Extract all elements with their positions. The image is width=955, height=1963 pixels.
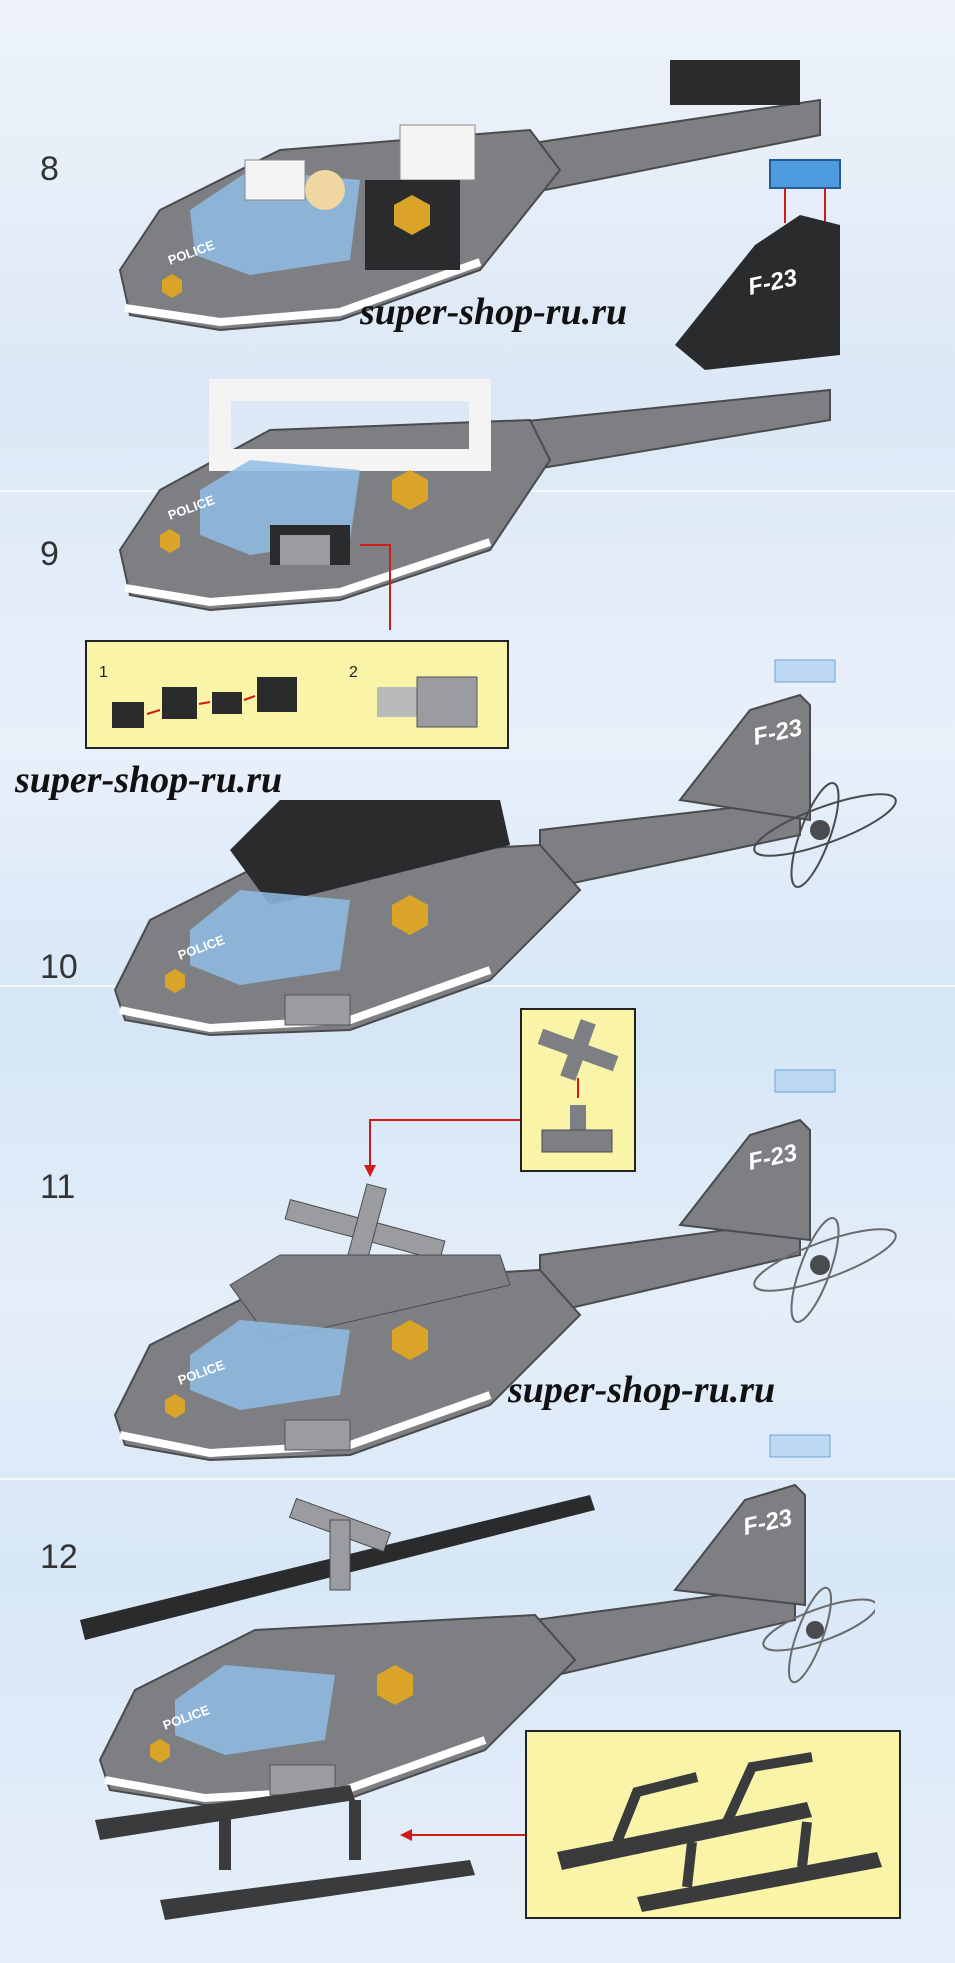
rotor-hub-callout [520, 1008, 636, 1172]
blue-tile-part [769, 159, 841, 189]
tail-rotor [753, 1217, 897, 1323]
tail-black-plate [670, 60, 800, 105]
substep-2-label: 2 [349, 664, 358, 681]
landing-skids [95, 1785, 475, 1920]
step-number-10: 10 [40, 948, 78, 986]
white-frame-part [209, 379, 491, 471]
landing-skids-callout [525, 1730, 901, 1919]
sub-assembly-callout-9: 1 2 [85, 640, 509, 749]
red-arrow [364, 1119, 520, 1177]
fold-line [0, 1478, 955, 1480]
tail-rotor [753, 782, 897, 888]
rotor-hub [284, 1183, 446, 1277]
badge-icon [392, 895, 428, 935]
landing-skids-parts [557, 1752, 882, 1912]
badge-icon [377, 1665, 413, 1705]
helicopter-step-10: F-23 POLICE [113, 659, 897, 1037]
red-arrow [360, 544, 391, 630]
helicopter-step-12: F-23 POLICE [80, 1434, 875, 1920]
watermark: super-shop-ru.ru [360, 291, 628, 333]
red-arrow [400, 1829, 525, 1841]
watermark: super-shop-ru.ru [508, 1369, 776, 1411]
badge-icon [392, 1320, 428, 1360]
helicopter-step-8: POLICE [118, 60, 821, 332]
fold-line [0, 985, 955, 987]
watermark: super-shop-ru.ru [15, 759, 283, 801]
step-number-8: 8 [40, 150, 59, 188]
step-number-9: 9 [40, 535, 59, 573]
tail-rotor [762, 1586, 875, 1684]
badge-icon [394, 195, 430, 235]
substep-1-label: 1 [99, 664, 108, 681]
black-roof-part [230, 800, 510, 905]
helicopter-step-11: F-23 POLICE [113, 1069, 897, 1462]
rotor-hub [288, 1497, 392, 1591]
rotor-hub-parts [537, 1019, 619, 1153]
step-number-11: 11 [40, 1168, 76, 1206]
step-number-12: 12 [40, 1538, 78, 1576]
helicopter-step-9: POLICE [118, 379, 831, 630]
tail-fin-step-8: F-23 [675, 159, 841, 370]
sub-assembly-parts [112, 676, 478, 728]
badge-icon [392, 470, 428, 510]
